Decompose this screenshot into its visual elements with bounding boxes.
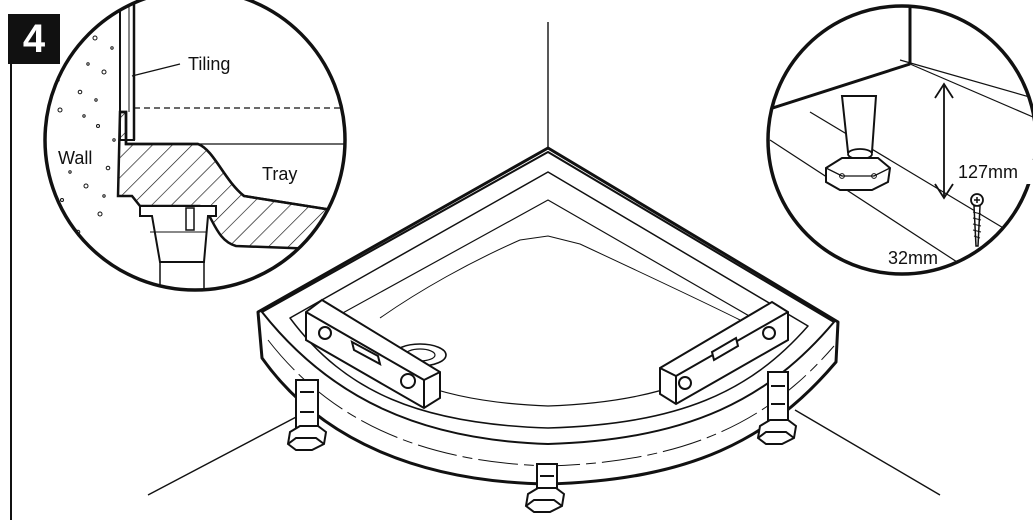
inset-leg-height-detail: 127mm 32mm [766, 4, 1033, 276]
label-tiling: Tiling [188, 54, 230, 74]
label-height-127mm: 127mm [958, 162, 1018, 182]
label-wall: Wall [58, 148, 92, 168]
step-number-badge: 4 [8, 14, 60, 64]
label-screw-32mm: 32mm [888, 248, 938, 268]
spirit-level-left [305, 298, 441, 410]
tiling-leader-line [131, 63, 181, 77]
tray-leg-front [524, 463, 566, 513]
spirit-level-right [659, 300, 789, 406]
tray-leg-right [756, 371, 798, 445]
tray-leg-left [286, 379, 328, 451]
room-corner [147, 22, 941, 496]
inset-section-detail: Tiling Wall Tray [43, 0, 347, 292]
label-tray: Tray [262, 164, 297, 184]
